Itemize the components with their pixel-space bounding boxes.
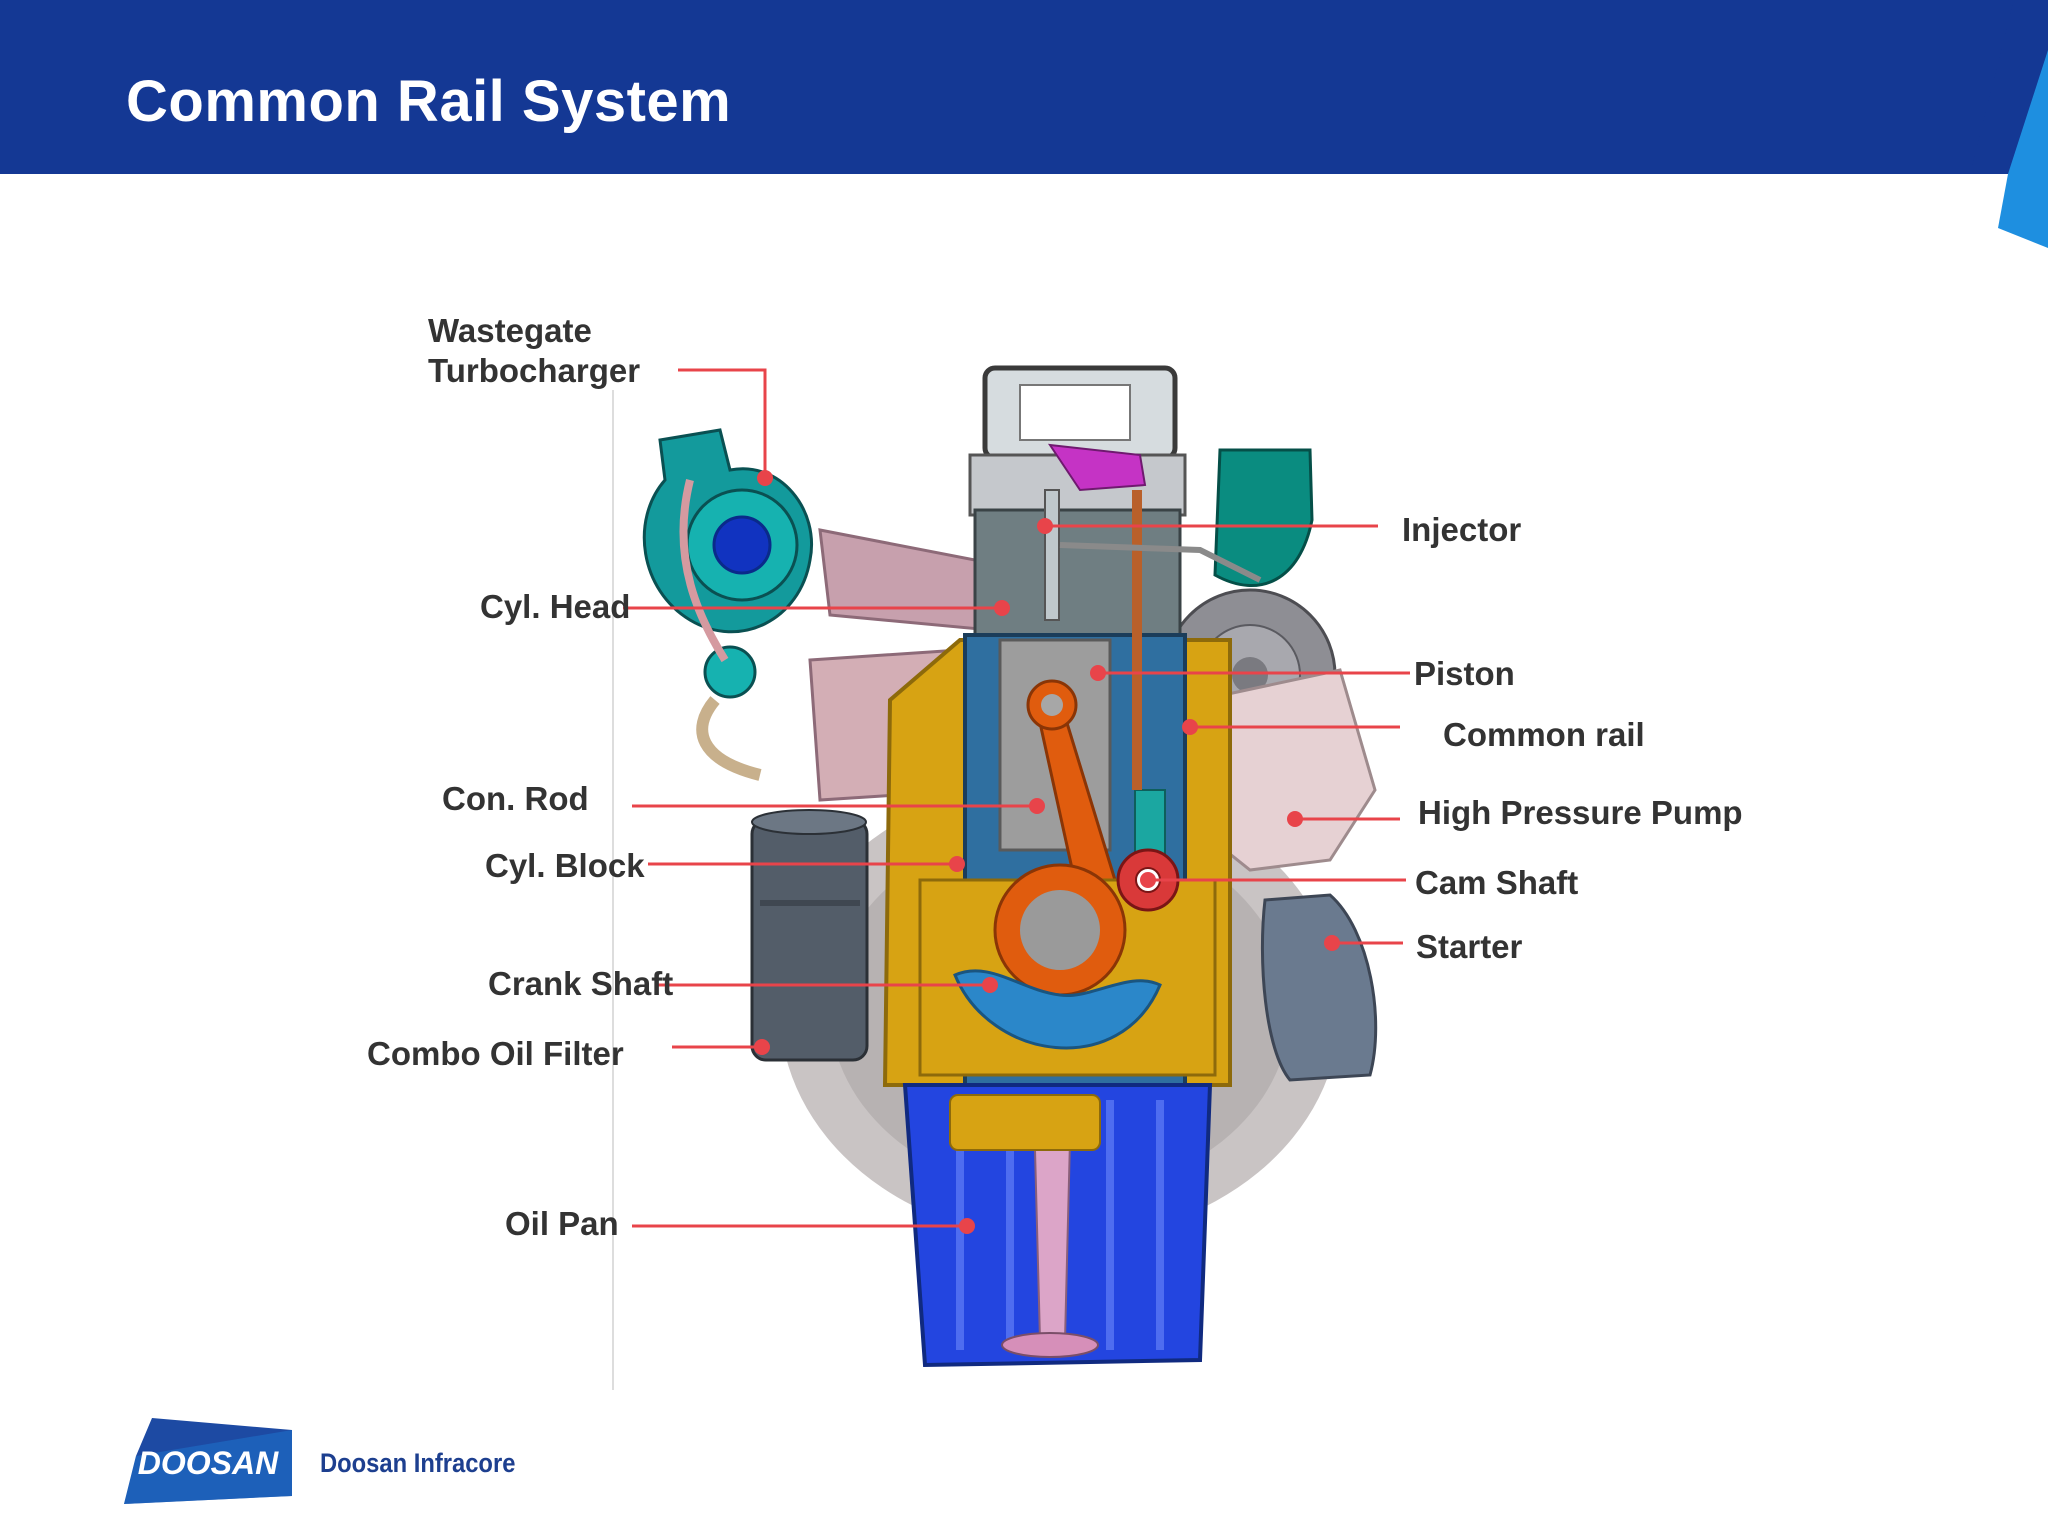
doosan-logo: DOOSAN: [124, 1418, 292, 1504]
corner-accent: [1970, 0, 2048, 248]
label-starter: Starter: [1416, 928, 1523, 965]
oil-filter: [750, 809, 869, 1062]
header-band: [0, 0, 2048, 174]
logo-wordmark: DOOSAN: [138, 1445, 279, 1481]
company-name: Doosan Infracore: [320, 1448, 516, 1478]
label-combo-oil-filter: Combo Oil Filter: [367, 1035, 624, 1072]
label-high-pressure-pump: High Pressure Pump: [1418, 794, 1743, 831]
label-cam-shaft: Cam Shaft: [1415, 864, 1579, 901]
label-crank-shaft: Crank Shaft: [488, 965, 674, 1002]
label-turbocharger-line2: Turbocharger: [428, 352, 641, 389]
label-piston: Piston: [1414, 655, 1515, 692]
label-turbocharger-line1: Wastegate: [428, 312, 592, 349]
oil-pan-shape: [902, 1083, 1213, 1368]
slide-title: Common Rail System: [126, 69, 732, 134]
label-oil-pan: Oil Pan: [505, 1205, 619, 1242]
label-con-rod: Con. Rod: [442, 780, 589, 817]
label-cyl-block: Cyl. Block: [485, 847, 645, 884]
label-common-rail: Common rail: [1443, 716, 1645, 753]
label-cyl-head: Cyl. Head: [480, 588, 631, 625]
label-injector: Injector: [1402, 511, 1522, 548]
